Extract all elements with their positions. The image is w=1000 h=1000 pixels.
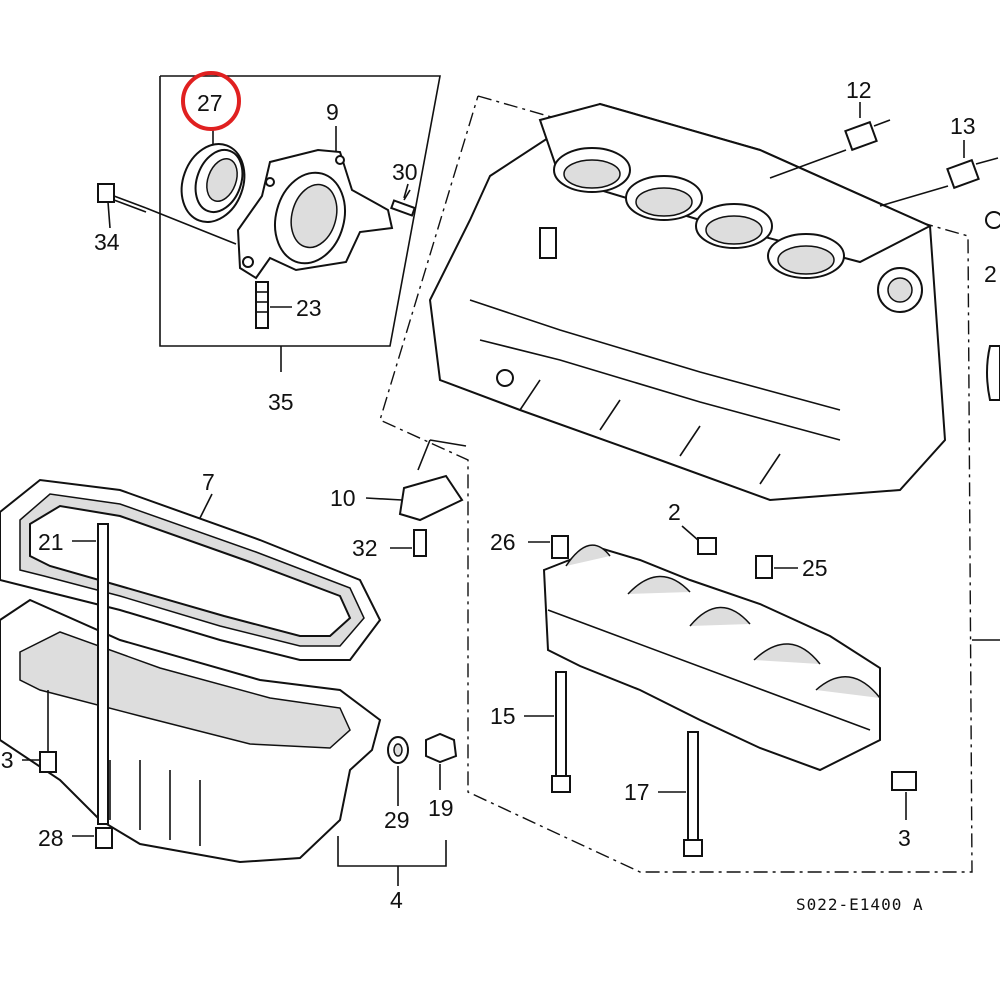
callout-27: 27 xyxy=(197,90,223,116)
callout-25: 25 xyxy=(802,555,828,581)
bolt-15-part[interactable] xyxy=(524,671,571,793)
cylinder-block-part[interactable] xyxy=(428,102,947,502)
callout-15: 15 xyxy=(490,703,516,729)
callout-12: 12 xyxy=(846,77,872,103)
callout-33: 33 xyxy=(0,747,14,773)
bolt-17-part[interactable] xyxy=(658,731,703,857)
callout-23: 23 xyxy=(296,295,322,321)
oil-pan-group-bracket xyxy=(337,836,447,886)
callout-2-edge: 2 xyxy=(984,261,997,287)
dowel-26-part[interactable] xyxy=(528,535,569,559)
sensor-13-part[interactable] xyxy=(879,140,999,207)
callout-34: 34 xyxy=(94,229,120,255)
bolt-32-part[interactable] xyxy=(390,529,427,557)
washer-29-part[interactable] xyxy=(387,736,409,806)
callout-2: 2 xyxy=(668,499,681,525)
callout-9: 9 xyxy=(326,99,339,125)
callout-17: 17 xyxy=(624,779,650,805)
bolt-3-part[interactable] xyxy=(891,771,917,820)
dowel-25-part[interactable] xyxy=(755,555,798,579)
bolt-34-part[interactable] xyxy=(97,183,237,245)
drain-bolt-19-part[interactable] xyxy=(425,732,458,790)
edge-part-right[interactable] xyxy=(985,211,1000,401)
bolt-33-part[interactable] xyxy=(22,690,57,773)
oil-seal-part[interactable] xyxy=(171,135,255,231)
callout-labels: 27 9 30 34 23 35 12 13 2 7 10 32 21 26 2… xyxy=(0,77,997,914)
callout-35: 35 xyxy=(268,389,294,415)
callout-28: 28 xyxy=(38,825,64,851)
bearing-cap-bridge-part[interactable] xyxy=(542,544,881,772)
bolt-2-part[interactable] xyxy=(681,525,717,555)
bracket-10-part[interactable] xyxy=(365,439,467,522)
callout-29: 29 xyxy=(384,807,410,833)
seal-housing-part[interactable] xyxy=(236,148,394,280)
callout-26: 26 xyxy=(490,529,516,555)
callout-3: 3 xyxy=(898,825,911,851)
diagram-code: S022-E1400 A xyxy=(796,895,924,914)
callout-21: 21 xyxy=(38,529,64,555)
callout-13: 13 xyxy=(950,113,976,139)
callout-32: 32 xyxy=(352,535,378,561)
callout-10: 10 xyxy=(330,485,356,511)
callout-4: 4 xyxy=(390,887,403,913)
bolt-28-part[interactable] xyxy=(72,827,113,849)
callout-30: 30 xyxy=(392,159,418,185)
callout-19: 19 xyxy=(428,795,454,821)
highlight-circle xyxy=(181,71,241,131)
engine-block-group-frame xyxy=(379,95,1000,873)
sensor-12-part[interactable] xyxy=(769,102,891,179)
dowel-pin-part[interactable] xyxy=(390,189,416,217)
rear-seal-group-frame xyxy=(159,75,441,372)
callout-7: 7 xyxy=(202,469,215,495)
bolt-23-part[interactable] xyxy=(255,281,292,329)
stud-21-part[interactable] xyxy=(72,523,109,825)
